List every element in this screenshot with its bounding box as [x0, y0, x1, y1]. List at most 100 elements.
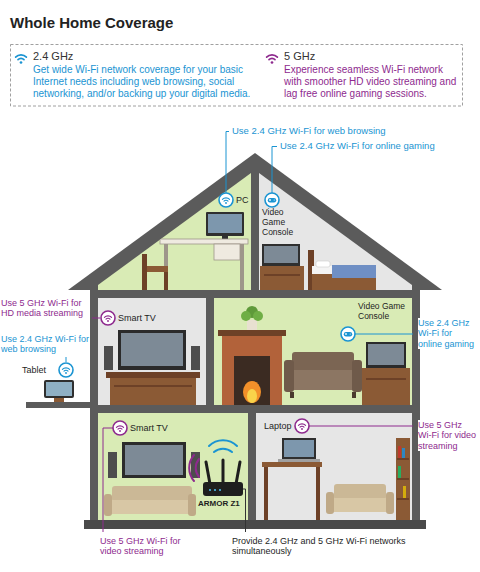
bedroom-furniture	[264, 274, 300, 276]
device-icon	[113, 421, 127, 435]
bedroom-furniture	[316, 261, 330, 267]
band-text: 2.4 GHz	[33, 50, 265, 63]
callout-text: Use 2.4 GHz Wi-Fi for web browsing	[1, 334, 89, 355]
device-label: Smart TV	[130, 423, 168, 433]
leader-line	[272, 147, 277, 194]
device-icon	[295, 419, 309, 433]
study-furniture	[397, 498, 409, 500]
bedroom-furniture	[332, 265, 376, 278]
study-furniture	[398, 446, 401, 458]
study-furniture	[316, 467, 320, 520]
media-room-furniture	[188, 494, 196, 516]
room	[214, 298, 412, 405]
living-room-furniture	[218, 330, 286, 336]
room	[256, 413, 412, 520]
router-symbol	[219, 489, 221, 491]
legend-wifi-symbol	[271, 61, 274, 64]
device-icon	[341, 327, 355, 341]
leader-line	[92, 318, 100, 319]
study-furniture	[326, 492, 334, 514]
tv-furniture	[104, 330, 200, 405]
device-icon	[219, 193, 233, 207]
living-room-furniture	[222, 336, 282, 405]
media-room-furniture	[104, 442, 200, 516]
tv-furniture	[121, 333, 183, 366]
study-furniture	[284, 440, 314, 457]
living-room-furniture	[284, 360, 294, 392]
router-symbol	[189, 455, 199, 481]
tv-furniture	[114, 385, 192, 387]
router-symbol	[203, 482, 243, 496]
tablet-stand	[44, 380, 74, 402]
router-symbol	[206, 460, 240, 484]
device-icon	[265, 193, 279, 207]
callout-text: Use 5 GHz Wi-Fi for video streaming	[418, 420, 476, 451]
pc-desk	[160, 239, 248, 244]
living-room-furniture	[247, 389, 257, 403]
study-furniture	[386, 492, 394, 514]
band-text: Get wide Wi-Fi network coverage for your…	[33, 64, 265, 100]
router-symbol	[209, 489, 211, 491]
living-room-furniture	[352, 392, 356, 398]
study-furniture	[262, 438, 410, 520]
room	[259, 173, 412, 290]
callout-text: Use 2.4 GHz Wi-Fi for online gaming	[418, 318, 476, 349]
device-label: Video Game Console	[262, 208, 298, 237]
bedroom-furniture	[264, 246, 298, 263]
living-room-furniture	[243, 381, 261, 403]
leader-line	[355, 334, 413, 335]
media-room-furniture	[110, 500, 194, 514]
legend-wifi-symbol	[20, 61, 23, 64]
band-description: 2.4 GHzGet wide Wi-Fi network coverage f…	[33, 50, 265, 100]
media-room-furniture	[122, 442, 186, 478]
house-frame	[68, 153, 442, 290]
device-label: Video Game Console	[358, 302, 410, 322]
living-room-furniture	[290, 392, 294, 398]
room	[98, 298, 206, 405]
living-room-furniture	[366, 378, 406, 380]
study-furniture	[402, 448, 405, 458]
living-room-furniture	[290, 370, 356, 390]
living-room-furniture	[292, 352, 354, 372]
tv-furniture	[106, 372, 200, 378]
leader-line	[103, 428, 113, 532]
legend-frame	[11, 45, 463, 107]
media-room-furniture	[108, 452, 117, 478]
bedroom-furniture	[262, 244, 300, 266]
callout-text: Use 5 GHz Wi-Fi for HD media streaming	[1, 298, 89, 319]
tablet-stand	[54, 398, 64, 402]
media-room-furniture	[112, 486, 192, 502]
bedroom-furniture	[260, 266, 304, 290]
house-frame	[26, 402, 92, 408]
device-label: PC	[236, 195, 249, 205]
pc-desk	[206, 212, 244, 236]
legend-wifi-symbol	[267, 55, 278, 64]
media-room-furniture	[125, 445, 183, 475]
living-room-furniture	[247, 320, 257, 330]
legend-wifi-symbol	[16, 55, 27, 60]
living-room-furniture	[218, 306, 410, 405]
callout-text: Use 5 GHz Wi-Fi for video streaming	[100, 536, 198, 557]
house-frame	[84, 520, 426, 529]
pc-desk	[142, 254, 147, 290]
house-frame	[90, 284, 420, 528]
legend-frame	[11, 45, 463, 107]
callout-text: Use 2.4 GHz Wi-Fi for web browsing	[232, 126, 386, 137]
leader-line	[66, 132, 413, 533]
room	[98, 173, 251, 290]
pc-desk	[214, 244, 240, 260]
tv-furniture	[110, 378, 196, 405]
device-label: Tablet	[22, 365, 46, 375]
legend-wifi-symbol	[16, 55, 27, 64]
room	[98, 413, 248, 520]
living-room-furniture	[234, 356, 270, 405]
living-room-furniture	[253, 311, 263, 321]
band-description: 5 GHzExperience seamless Wi-Fi network w…	[284, 50, 460, 100]
room	[98, 173, 412, 520]
tv-furniture	[104, 346, 113, 370]
living-room-furniture	[362, 368, 410, 405]
device-icon	[101, 311, 115, 325]
tablet-stand	[46, 382, 72, 396]
study-furniture	[282, 438, 316, 459]
study-furniture	[397, 478, 409, 480]
